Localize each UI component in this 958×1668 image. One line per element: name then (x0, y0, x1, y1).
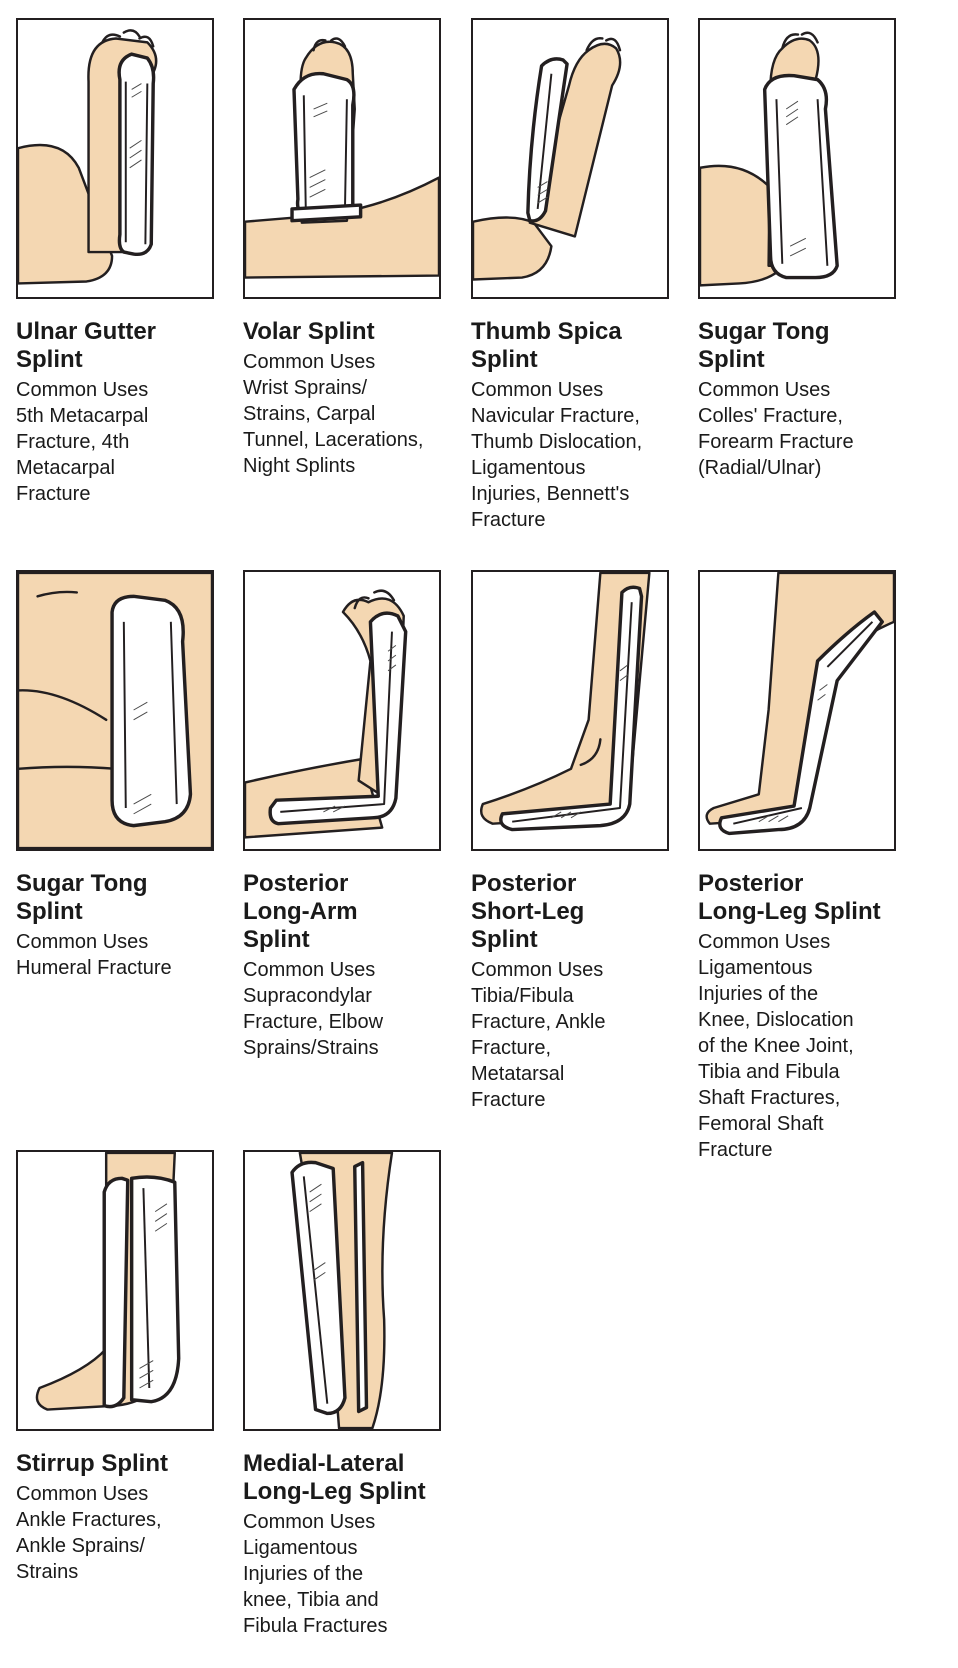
full-leg-posterior-splint-illustration (698, 570, 896, 851)
splint-title: Sugar Tong Splint (16, 870, 148, 925)
splint-title: Thumb Spica Splint (471, 318, 622, 373)
splint-uses: Ligamentous Injuries of the Knee, Disloc… (698, 957, 854, 1161)
splint-title: Posterior Short-Leg Splint (471, 870, 585, 953)
splint-uses: Ligamentous Injuries of the knee, Tibia … (243, 1537, 388, 1637)
splint-uses: Humeral Fracture (16, 957, 172, 979)
common-uses-label: Common Uses (471, 379, 604, 401)
splint-title: Ulnar Gutter Splint (16, 318, 157, 373)
common-uses-label: Common Uses (243, 1511, 376, 1533)
forearm-volar-splint-illustration (243, 18, 441, 299)
lower-leg-posterior-splint-illustration (471, 570, 669, 851)
lower-leg-stirrup-splint-illustration (16, 1150, 214, 1431)
common-uses-label: Common Uses (16, 1483, 149, 1505)
splint-title: Stirrup Splint (16, 1450, 168, 1477)
common-uses-label: Common Uses (698, 931, 831, 953)
common-uses-label: Common Uses (16, 931, 149, 953)
forearm-sugar-tong-splint-illustration (698, 18, 896, 299)
common-uses-label: Common Uses (16, 379, 149, 401)
splint-uses: Colles' Fracture, Forearm Fracture (Radi… (698, 405, 854, 479)
splint-uses: Wrist Sprains/ Strains, Carpal Tunnel, L… (243, 377, 424, 477)
forearm-thumb-splint-illustration (471, 18, 669, 299)
common-uses-label: Common Uses (243, 351, 376, 373)
splint-title: Sugar Tong Splint (698, 318, 830, 373)
bent-arm-posterior-splint-illustration (243, 570, 441, 851)
leg-medial-lateral-splint-illustration (243, 1150, 441, 1431)
splint-title: Volar Splint (243, 318, 375, 345)
splint-title: Posterior Long-Arm Splint (243, 870, 358, 953)
splint-uses: 5th Metacarpal Fracture, 4th Metacarpal … (16, 405, 149, 505)
common-uses-label: Common Uses (471, 959, 604, 981)
splint-uses: Ankle Fractures, Ankle Sprains/ Strains (16, 1509, 162, 1583)
splint-uses: Navicular Fracture, Thumb Dislocation, L… (471, 405, 643, 531)
upper-arm-sugar-tong-splint-illustration (16, 570, 214, 851)
common-uses-label: Common Uses (243, 959, 376, 981)
splint-title: Posterior Long-Leg Splint (698, 870, 881, 925)
splint-uses: Supracondylar Fracture, Elbow Sprains/St… (243, 985, 384, 1059)
splint-uses: Tibia/Fibula Fracture, Ankle Fracture, M… (471, 985, 606, 1111)
common-uses-label: Common Uses (698, 379, 831, 401)
upper-arm-forearm-splint-illustration (16, 18, 214, 299)
splint-title: Medial-Lateral Long-Leg Splint (243, 1450, 426, 1505)
